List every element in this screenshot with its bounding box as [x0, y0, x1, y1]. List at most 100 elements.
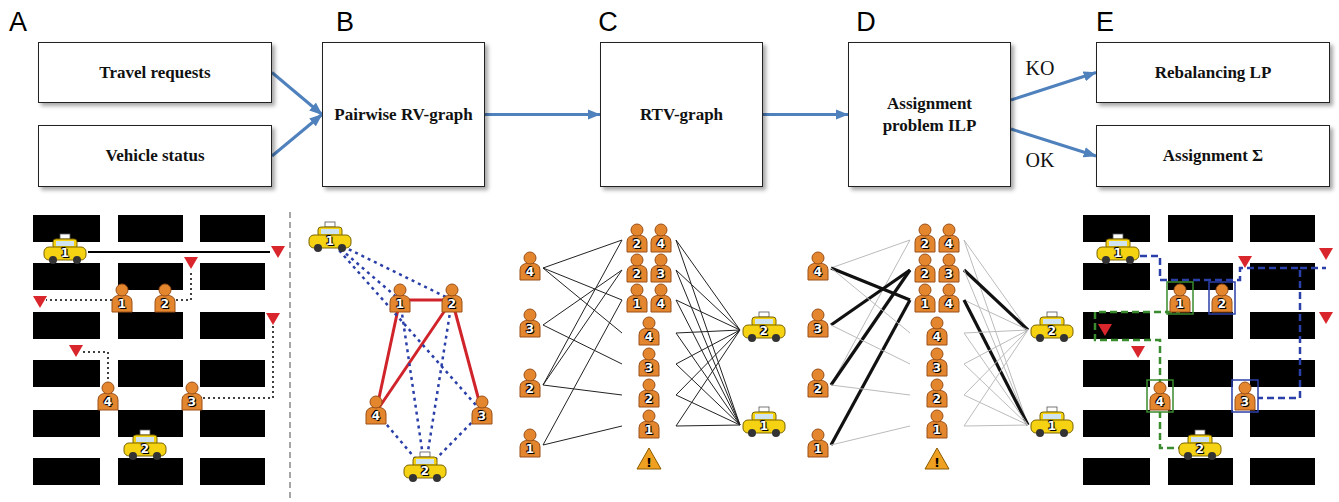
taxi-sign [1113, 234, 1123, 239]
rider-number: 4 [645, 330, 653, 344]
taxi-sign [420, 452, 430, 457]
rider-body [808, 263, 828, 280]
warning-mark: ! [646, 455, 652, 470]
taxi-window [1191, 437, 1209, 442]
rider-head [655, 284, 667, 296]
rider-head [919, 224, 931, 236]
rider-body [927, 390, 947, 407]
city-block [118, 263, 183, 290]
trip-link [831, 240, 910, 385]
rider-body [915, 265, 935, 282]
rider-icon [182, 382, 202, 410]
process-box: Assignment Σ [1096, 125, 1330, 187]
vehicle-rider-link [330, 240, 452, 300]
rider-body [639, 359, 659, 376]
city-block [1083, 410, 1150, 437]
process-box: Rebalancing LP [1096, 42, 1330, 103]
city-block [33, 410, 100, 437]
taxi-number: 2 [760, 324, 768, 338]
trip-link [831, 268, 910, 333]
rider-body [112, 295, 132, 312]
city-block [1083, 215, 1150, 242]
rider-icon [639, 379, 659, 407]
rider-icon [1212, 284, 1232, 312]
trip-vehicle-link [676, 270, 740, 425]
city-block [33, 312, 100, 339]
rider-icon [939, 224, 959, 252]
rider-number: 4 [657, 237, 665, 251]
rider-number: 2 [448, 297, 456, 311]
city-block [118, 360, 183, 387]
rider-body [390, 295, 410, 312]
rider-number: 1 [814, 442, 822, 456]
rider-head [931, 379, 943, 391]
trip-vehicle-link [676, 330, 740, 395]
rider-body [927, 359, 947, 376]
rider-number: 4 [104, 395, 112, 409]
rider-body [1212, 295, 1232, 312]
trip-link [543, 268, 622, 333]
rider-icon [639, 348, 659, 376]
rider-body [927, 421, 947, 438]
rider-head [102, 382, 114, 394]
taxi-wheel [1060, 334, 1068, 342]
taxi-sign [140, 430, 150, 435]
city-block [1168, 360, 1233, 387]
trip-vehicle-link [676, 330, 740, 364]
taxi-wheel [1126, 256, 1134, 264]
city-block [200, 215, 265, 242]
rider-body [915, 295, 935, 312]
taxi-window [1109, 241, 1127, 246]
rider-head [394, 284, 406, 296]
rider-icon [520, 252, 540, 280]
taxi-number: 1 [760, 419, 768, 433]
trip-vehicle-link [964, 300, 1028, 330]
vehicle-rider-link [330, 240, 482, 412]
rider-body [1235, 393, 1255, 410]
rider-head [1239, 382, 1251, 394]
taxi-wheel [73, 256, 81, 264]
rider-icon [808, 252, 828, 280]
rider-body [808, 440, 828, 457]
trip-vehicle-link [964, 330, 1028, 333]
rider-number: 3 [478, 409, 486, 423]
trip-vehicle-link [964, 425, 1028, 426]
taxi-wheel [772, 334, 780, 342]
rider-icon [627, 284, 647, 312]
vehicle-route [1300, 267, 1326, 270]
city-block [200, 263, 265, 290]
taxi-icon [743, 407, 785, 437]
request-route [203, 326, 273, 398]
rider-head [524, 309, 536, 321]
rider-number: 3 [526, 322, 534, 336]
rider-number: 2 [1218, 297, 1226, 311]
rider-head [631, 284, 643, 296]
city-block [1250, 312, 1315, 339]
rider-number: 2 [633, 237, 641, 251]
rider-icon [927, 379, 947, 407]
taxi-wheel [1208, 452, 1216, 460]
rider-number: 2 [161, 297, 169, 311]
rider-icon [651, 284, 671, 312]
rider-head [643, 410, 655, 422]
taxi-icon [309, 222, 351, 252]
rider-number: 2 [921, 267, 929, 281]
taxi-window [416, 459, 434, 464]
taxi-wheel [409, 474, 417, 482]
destination-marker [1238, 256, 1252, 268]
rider-icon [98, 382, 118, 410]
destination-marker [184, 257, 198, 269]
trip-link [831, 268, 910, 300]
rider-head [931, 348, 943, 360]
rider-number: 4 [814, 265, 822, 279]
panel-letter: A [9, 7, 27, 38]
taxi-wheel [153, 452, 161, 460]
city-block [1083, 360, 1150, 387]
rider-number: 1 [118, 297, 126, 311]
rider-head [1174, 284, 1186, 296]
rider-icon [520, 369, 540, 397]
rider-icon [915, 224, 935, 252]
flow-arrow [485, 113, 600, 116]
rider-number: 1 [921, 297, 929, 311]
rider-icon [808, 429, 828, 457]
